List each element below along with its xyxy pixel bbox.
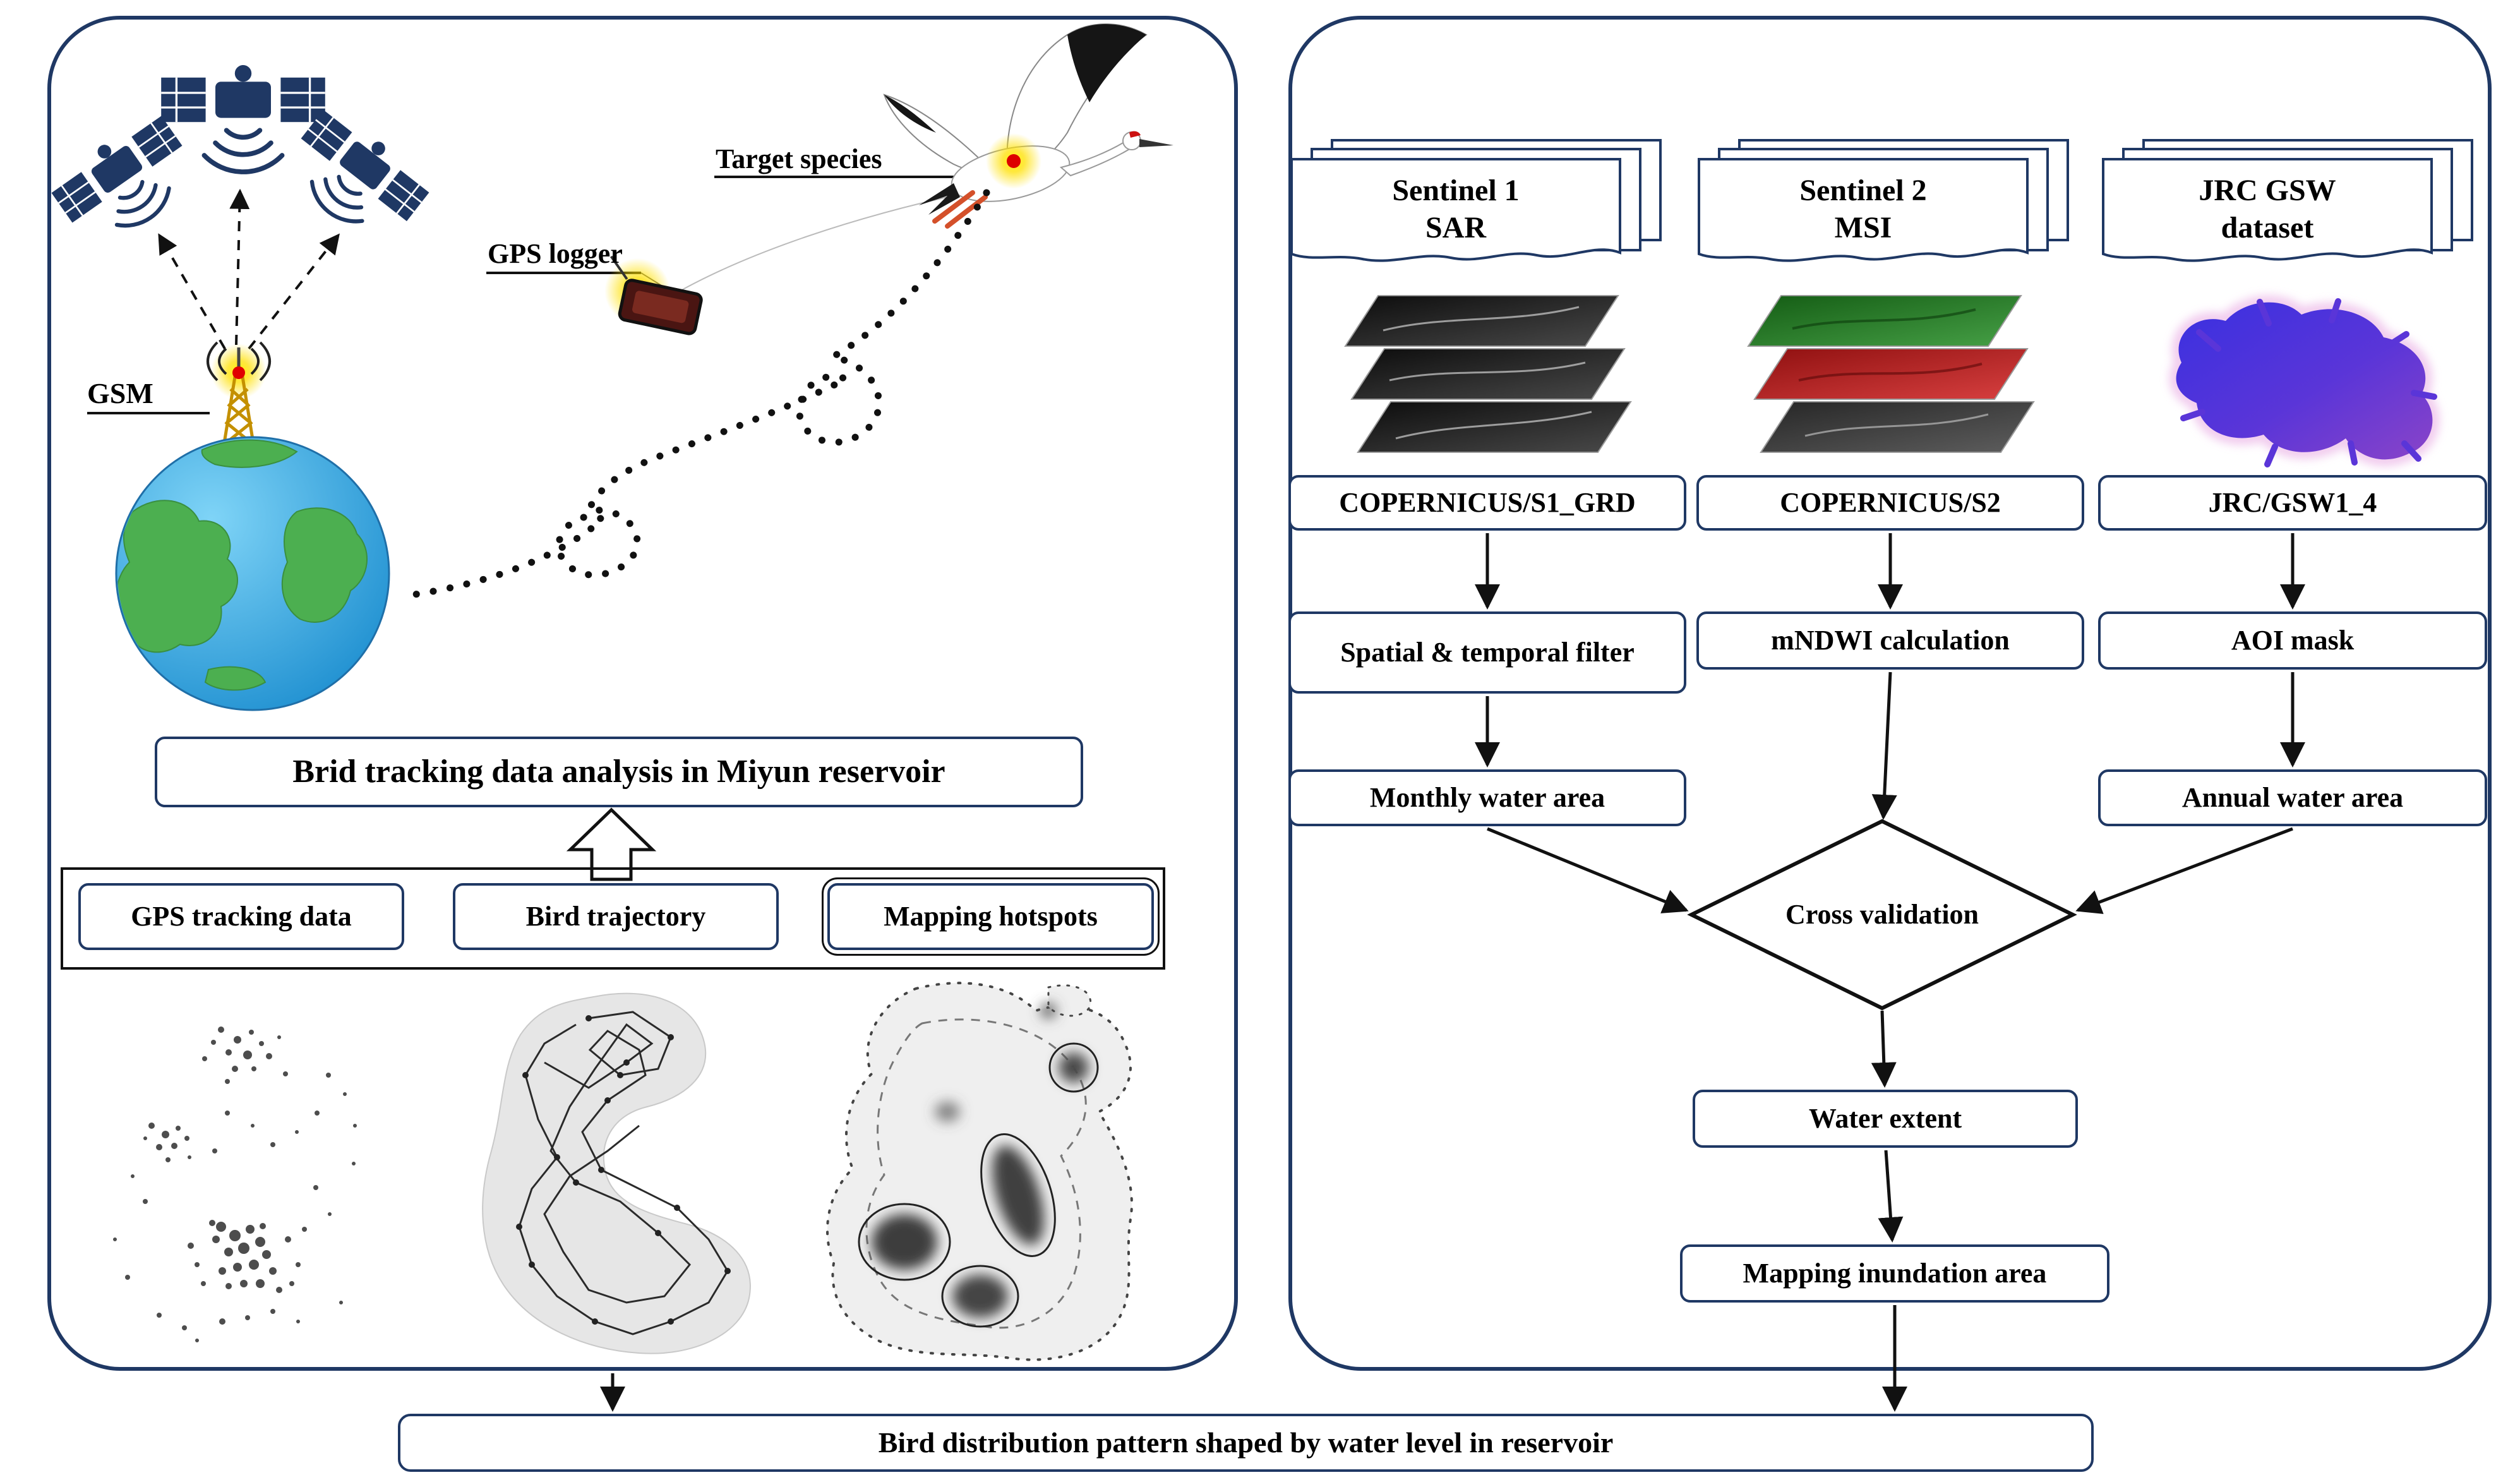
gsm-label: GSM: [87, 377, 153, 409]
bird-trajectory-map-image: [482, 992, 751, 1354]
gps-tag-glow-icon: [986, 133, 1041, 189]
source-header-line2: MSI: [1834, 211, 1892, 244]
source-header-line1: JRC GSW: [2199, 174, 2336, 208]
dataset-box-gsw: JRC/GSW1_4: [2098, 475, 2487, 531]
earth-globe-icon: [115, 436, 390, 711]
bottom-conclusion-bar: Bird distribution pattern shaped by wate…: [398, 1414, 2094, 1472]
msi-image-stack-icon: [1747, 295, 2035, 453]
source-header-line2: SAR: [1425, 211, 1487, 244]
satellite-icon: [276, 102, 436, 253]
water-extent-box: Water extent: [1693, 1090, 2078, 1148]
dataset-box-s2: COPERNICUS/S2: [1696, 475, 2084, 531]
output-box-annual-water-area: Annual water area: [2098, 769, 2487, 826]
sub-boxes-container-rect: [61, 867, 1165, 970]
satellite-icon: [161, 65, 325, 172]
cross-validation-diamond: [1687, 819, 2077, 1011]
source-header-line2: dataset: [2221, 211, 2314, 244]
cross-validation-label: Cross validation: [1785, 898, 1979, 930]
target-species-label: Target species: [716, 143, 882, 174]
source-header-line1: Sentinel 1: [1392, 174, 1520, 208]
mapping-inundation-area-box: Mapping inundation area: [1680, 1244, 2109, 1303]
crane-bird-icon: [883, 23, 1173, 229]
satellite-icon: [45, 107, 205, 256]
sub-box-mapping-hotspots: Mapping hotspots: [822, 877, 1160, 956]
source-header-sentinel2: Sentinel 2 MSI: [1699, 166, 2027, 254]
gps-logger-label: GPS logger: [488, 238, 623, 269]
gps-logger-icon: [604, 255, 703, 335]
sub-box-bird-trajectory: Bird trajectory: [453, 883, 779, 950]
process-box-spatial-temporal-filter: Spatial & temporal filter: [1288, 611, 1686, 694]
process-box-mndwi-calculation: mNDWI calculation: [1696, 611, 2084, 670]
document-stack-icon: [1290, 139, 2473, 262]
source-header-sentinel1: Sentinel 1 SAR: [1292, 166, 1620, 254]
gsw-water-map-icon: [2169, 295, 2440, 467]
output-box-monthly-water-area: Monthly water area: [1288, 769, 1686, 826]
process-box-aoi-mask: AOI mask: [2098, 611, 2487, 670]
uplink-dashed-arrows: [158, 188, 340, 350]
gsm-tower-icon: [207, 341, 271, 457]
source-header-jrc-gsw: JRC GSW dataset: [2103, 166, 2432, 254]
sar-image-stack-icon: [1344, 295, 1632, 453]
block-arrow-up-icon: [566, 807, 657, 881]
sub-box-gps-tracking-data: GPS tracking data: [78, 883, 404, 950]
logger-to-bird-line: [669, 189, 983, 298]
gps-points-map-image: [113, 1026, 357, 1342]
main-analysis-box: Brid tracking data analysis in Miyun res…: [155, 737, 1083, 807]
source-header-line1: Sentinel 2: [1799, 174, 1927, 208]
dataset-box-s1-grd: COPERNICUS/S1_GRD: [1288, 475, 1686, 531]
hotspot-density-map-image: [826, 982, 1133, 1361]
flow-arrows: [600, 533, 2305, 1412]
